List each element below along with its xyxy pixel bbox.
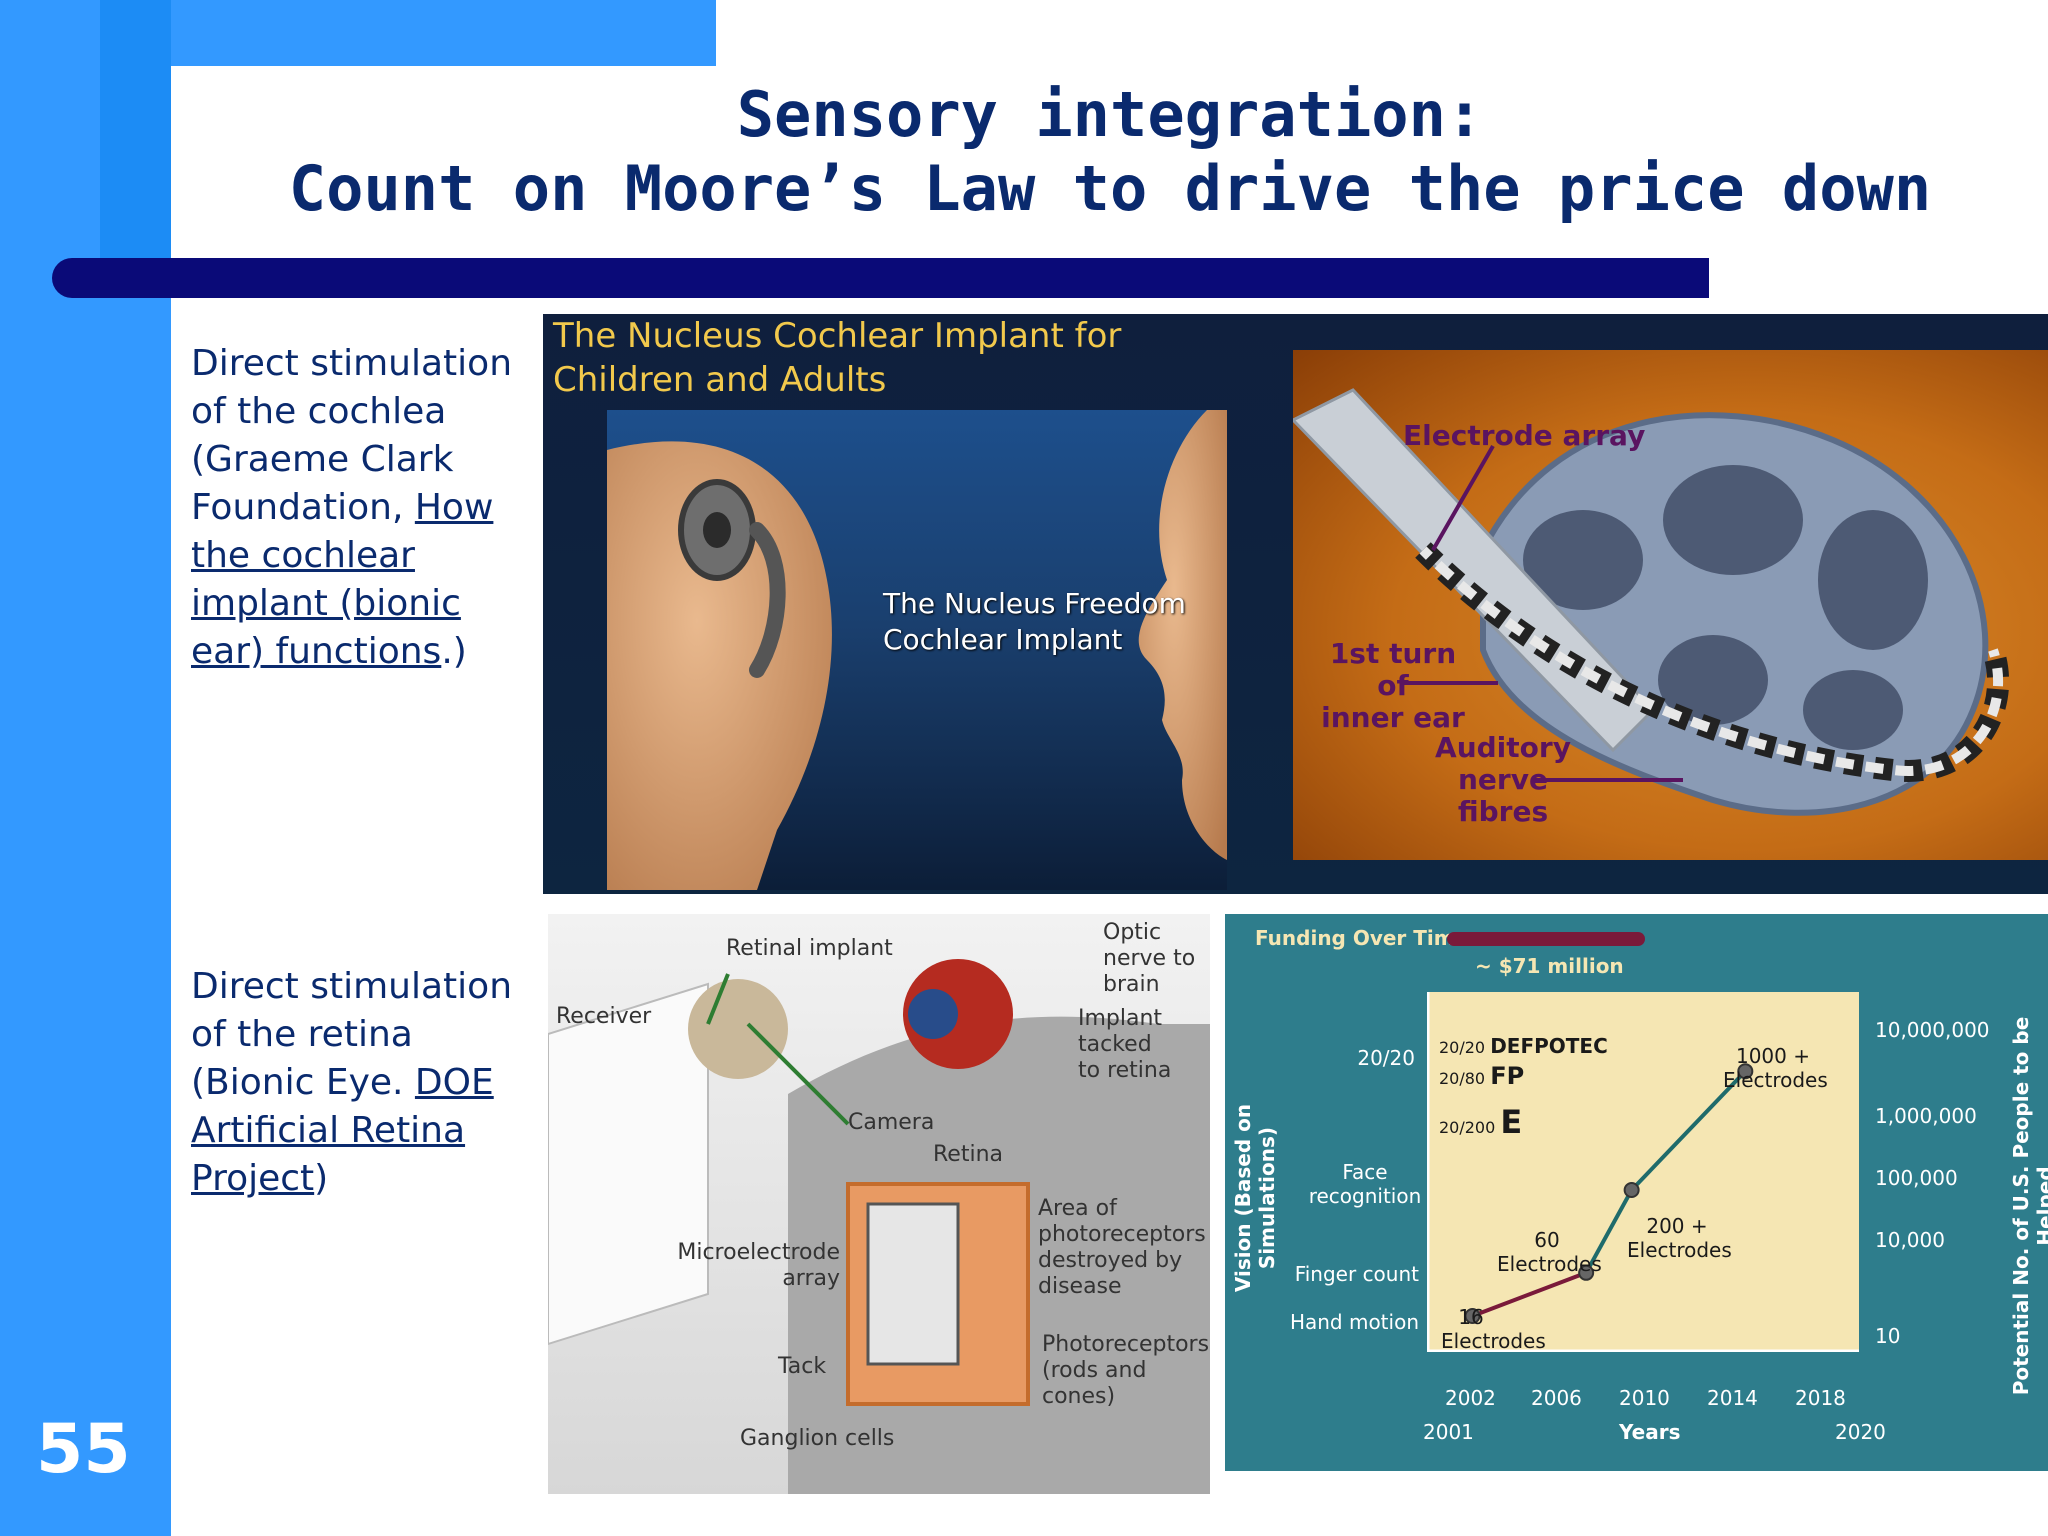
x-tick-2018: 2018 — [1795, 1386, 1846, 1410]
cochlea-cross-section-icon — [1293, 388, 2009, 816]
x-tick-2010: 2010 — [1619, 1386, 1670, 1410]
auditory-nerve-label: Auditory nerve fibres — [1435, 731, 1571, 828]
line-segment — [1471, 1270, 1587, 1318]
implant-label: The Nucleus Freedom Cochlear Implant — [883, 586, 1186, 658]
cochlear-image-title: The Nucleus Cochlear Implant for Childre… — [553, 314, 1121, 402]
left-tick-finger-count: Finger count — [1294, 1262, 1419, 1286]
slide-title: Sensory integration: Count on Moore’s La… — [260, 78, 1960, 226]
x-tick-2002: 2002 — [1445, 1386, 1496, 1410]
cochlear-implant-image: The Nucleus Cochlear Implant for Childre… — [543, 314, 2048, 894]
retinal-implant-image: Retinal implant Receiver Optic nerve to … — [548, 914, 1210, 1494]
funding-bar — [1447, 932, 1645, 946]
cochlear-title-line-1: The Nucleus Cochlear Implant for — [553, 316, 1122, 356]
right-tick-2: 1,000,000 — [1875, 1104, 1977, 1128]
line-segment — [1630, 1069, 1747, 1192]
retinal-implant-label: Retinal implant — [726, 936, 893, 961]
inner-ear-illustration: Electrode array 1st turn of inner ear Au… — [1293, 350, 2048, 860]
acuity-label-2: 20/80 FP — [1439, 1062, 1525, 1090]
receiver-label: Receiver — [556, 1004, 652, 1029]
retinal-implant-diagram-icon — [548, 959, 1210, 1494]
acuity-label-3: 20/200 E — [1439, 1103, 1523, 1141]
cochlear-implant-link[interactable]: How the cochlear implant (bionic ear) fu… — [191, 487, 494, 672]
chart-title: Funding Over Time — [1255, 926, 1469, 950]
area-of-photoreceptors-label: Area of photoreceptors destroyed by dise… — [1038, 1196, 1206, 1299]
implant-label-line-1: The Nucleus Freedom — [883, 587, 1186, 620]
x-axis-label: Years — [1619, 1420, 1681, 1444]
optic-nerve-label: Optic nerve to brain — [1103, 920, 1196, 997]
cochlea-text-prefix: Direct stimulation of the cochlea (Graem… — [191, 343, 513, 528]
microelectrode-array-label: Microelectrode array — [677, 1240, 840, 1291]
point-label-4: 1000 +Electrodes — [1723, 1044, 1828, 1092]
tack-label: Tack — [778, 1354, 827, 1379]
implant-tacked-label: Implant tacked to retina — [1078, 1006, 1172, 1083]
retina-text-suffix: ) — [314, 1158, 329, 1199]
x-tick-2001: 2001 — [1423, 1420, 1474, 1444]
left-tick-face-recognition: Face recognition — [1308, 1160, 1422, 1208]
right-tick-5: 10 — [1875, 1324, 1901, 1348]
left-tick-hand-motion: Hand motion — [1289, 1310, 1419, 1334]
title-line-2: Count on Moore’s Law to drive the price … — [288, 152, 1932, 225]
retina-description: Direct stimulation of the retina (Bionic… — [191, 963, 521, 1203]
cochlea-description: Direct stimulation of the cochlea (Graem… — [191, 340, 531, 676]
implant-label-line-2: Cochlear Implant — [883, 623, 1123, 656]
acuity-label-1: 20/20 DEFPOTEC — [1439, 1034, 1608, 1058]
right-tick-4: 10,000 — [1875, 1228, 1945, 1252]
x-tick-2014: 2014 — [1707, 1386, 1758, 1410]
retina-label: Retina — [933, 1142, 1003, 1167]
title-underline-bar — [52, 258, 1709, 298]
photoreceptors-label: Photoreceptors (rods and cones) — [1042, 1332, 1210, 1409]
electrode-array-label: Electrode array — [1403, 419, 1646, 452]
chart-axes — [1426, 992, 1859, 1353]
y-axis-left-label: Vision (Based on Simulations) — [1231, 1103, 1279, 1293]
point-label-3: 200 +Electrodes — [1627, 1214, 1732, 1262]
camera-label: Camera — [848, 1110, 935, 1135]
funding-over-time-chart: Funding Over Time ~ $71 million 20/20 DE… — [1225, 914, 2048, 1471]
data-point — [1464, 1308, 1481, 1324]
data-point — [1578, 1264, 1595, 1281]
artificial-retina-link[interactable]: DOE Artificial Retina Project — [191, 1062, 494, 1199]
cochlea-text-suffix: .) — [441, 631, 467, 672]
head-profile-icon — [607, 410, 1227, 890]
title-line-1: Sensory integration: — [736, 78, 1484, 151]
first-turn-label: 1st turn of inner ear — [1321, 637, 1465, 734]
right-tick-1: 10,000,000 — [1875, 1018, 1990, 1042]
head-illustration: The Nucleus Freedom Cochlear Implant — [607, 410, 1227, 890]
x-tick-2020: 2020 — [1835, 1420, 1886, 1444]
funding-note: ~ $71 million — [1475, 954, 1624, 978]
slide-number: 55 — [36, 1410, 131, 1489]
left-tick-2020: 20/20 — [1357, 1046, 1415, 1070]
chart-svg — [1426, 992, 1859, 1353]
data-point — [1737, 1063, 1754, 1080]
y-axis-right-label: Potential No. of U.S. People to be Helpe… — [2009, 1016, 2048, 1396]
line-segment — [1584, 1189, 1634, 1274]
x-tick-2006: 2006 — [1531, 1386, 1582, 1410]
data-point — [1623, 1182, 1640, 1198]
ganglion-cells-label: Ganglion cells — [740, 1426, 895, 1451]
right-tick-3: 100,000 — [1875, 1166, 1958, 1190]
sidebar-shade — [100, 0, 171, 260]
cochlear-title-line-2: Children and Adults — [553, 360, 887, 400]
retina-text-prefix: Direct stimulation of the retina (Bionic… — [191, 966, 513, 1103]
